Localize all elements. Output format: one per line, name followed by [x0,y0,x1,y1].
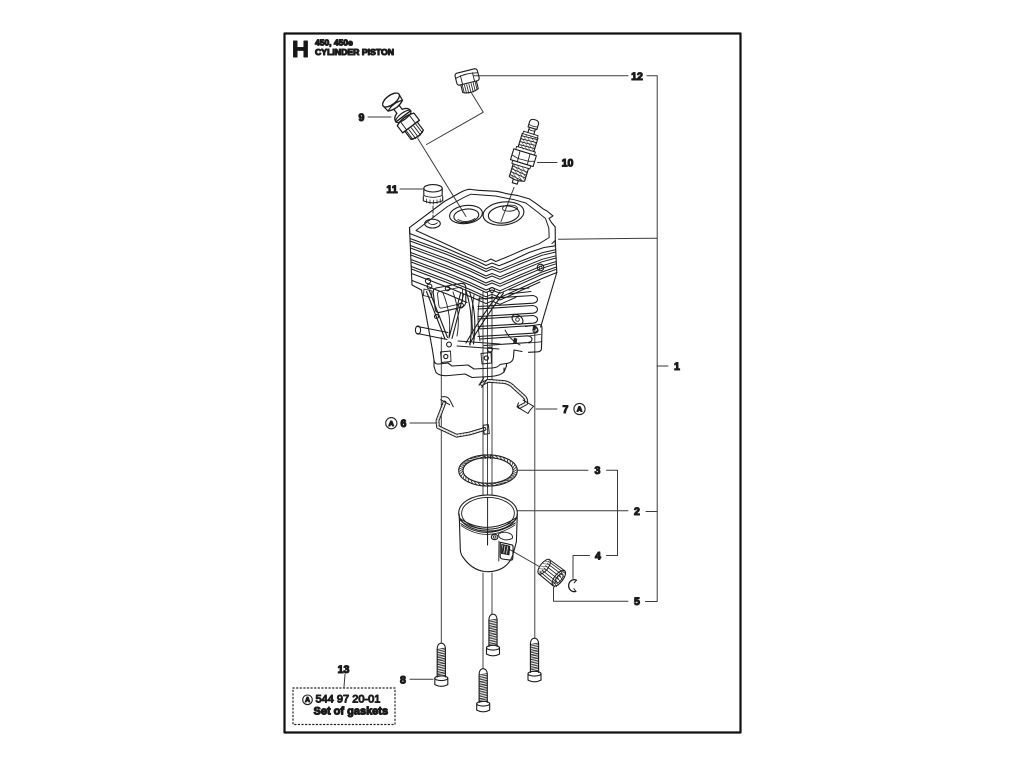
svg-text:Set of gaskets: Set of gaskets [314,706,389,718]
svg-text:12: 12 [631,71,643,83]
svg-text:11: 11 [386,184,397,196]
svg-text:2: 2 [634,506,640,518]
svg-text:6: 6 [401,418,407,430]
svg-text:8: 8 [400,674,406,686]
svg-text:7: 7 [563,404,569,416]
svg-text:544 97 20-01: 544 97 20-01 [316,693,381,705]
svg-text:H: H [292,36,309,62]
svg-text:450, 450e: 450, 450e [315,38,353,48]
svg-text:1: 1 [674,361,680,373]
svg-text:A: A [389,419,395,428]
svg-text:3: 3 [595,465,601,477]
svg-text:A: A [577,405,583,414]
svg-text:5: 5 [634,596,640,608]
svg-text:4: 4 [595,550,601,562]
svg-text:CYLINDER PISTON: CYLINDER PISTON [315,47,394,57]
svg-text:A: A [305,697,310,704]
svg-text:9: 9 [359,112,365,124]
svg-text:13: 13 [338,664,350,676]
svg-text:10: 10 [562,157,574,169]
